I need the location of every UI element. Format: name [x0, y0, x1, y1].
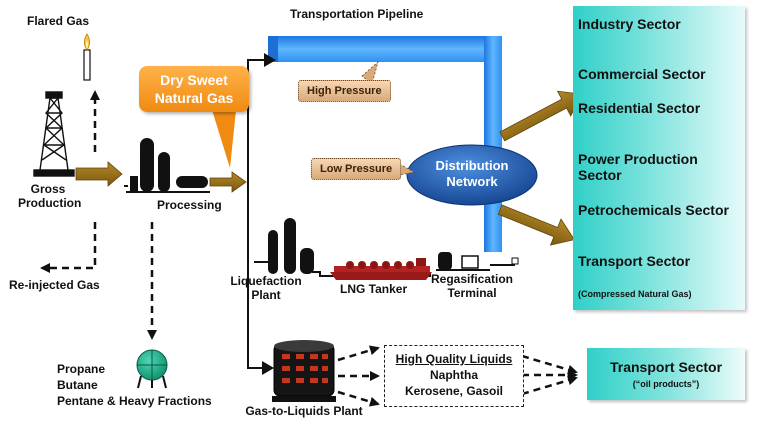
high-quality-liquids-box: High Quality Liquids Naphtha Kerosene, G…: [384, 345, 524, 407]
sector-power-production: Power Production Sector: [578, 151, 698, 183]
butane-label: Butane: [57, 378, 98, 392]
transportation-pipeline-label: Transportation Pipeline: [290, 7, 424, 21]
sector-commercial: Commercial Sector: [578, 66, 706, 82]
arrow-processing-to-pipeline: [209, 171, 247, 193]
brown-flow-arrows: [75, 90, 583, 246]
dry-sweet-natural-gas-callout: Dry Sweet Natural Gas: [139, 66, 249, 112]
regasification-terminal-icon: [436, 252, 490, 271]
liquefaction-plant-icon: [254, 218, 314, 274]
process-lines: [247, 59, 515, 369]
sector-transport-note: (Compressed Natural Gas): [578, 289, 692, 299]
dashed-gtl-1: [337, 345, 380, 362]
sector-industry: Industry Sector: [578, 16, 681, 32]
liquefaction-plant-label: Liquefaction Plant: [230, 274, 302, 302]
arrow-to-petrochemicals: [497, 204, 575, 246]
gross-production-label: Gross Production: [18, 182, 82, 210]
dashed-hql-1: [521, 354, 578, 375]
gtl-plant-icon: [272, 340, 336, 402]
lng-tanker-icon: [330, 258, 432, 280]
high-quality-liquids-label: High Quality Liquids: [395, 352, 513, 366]
gtl-plant-label: Gas-to-Liquids Plant: [245, 404, 363, 418]
oil-products-label: (“oil products”): [632, 379, 700, 389]
end-use-sectors-panel: Industry Sector Commercial Sector Reside…: [573, 6, 745, 310]
low-pressure-tag: Low Pressure: [311, 158, 402, 180]
sector-transport: Transport Sector: [578, 253, 691, 269]
propane-label: Propane: [57, 362, 106, 376]
dashed-gtl-3: [337, 390, 380, 407]
dashed-hql-3: [521, 375, 578, 396]
sector-residential: Residential Sector: [578, 100, 701, 116]
dry-gas-callout-tail: [212, 110, 236, 168]
distribution-network-label: Distribution Network: [435, 158, 509, 189]
reinjected-gas-label: Re-injected Gas: [9, 278, 100, 292]
pipeline-entry-arrowhead: [264, 53, 276, 67]
processing-plant-icon: [124, 138, 210, 193]
sector-petrochemicals: Petrochemicals Sector: [578, 202, 729, 218]
dry-sweet-natural-gas-label: Dry Sweet Natural Gas: [154, 72, 234, 106]
transportation-pipeline: [268, 36, 502, 252]
arrow-production-to-processing: [75, 161, 123, 187]
dashed-flows: [40, 90, 578, 407]
pipe-cap: [511, 257, 519, 265]
derrick-icon: [33, 91, 75, 177]
dashed-reinjection: [40, 222, 97, 273]
transport-sector-oil-label: Transport Sector: [609, 359, 723, 375]
pentane-label: Pentane & Heavy Fractions: [57, 394, 212, 408]
flared-gas-label: Flared Gas: [27, 14, 90, 28]
lpg-sphere-icon: [136, 349, 168, 389]
regasification-terminal-label: Regasification Terminal: [430, 272, 514, 300]
processing-label: Processing: [157, 198, 222, 212]
distribution-network-ellipse: [406, 144, 538, 206]
gtl-entry-arrowhead: [262, 361, 274, 375]
high-pressure-tail: [361, 60, 379, 85]
flare-stack-icon: [83, 33, 91, 81]
kerosene-gasoil-label: Kerosene, Gasoil: [404, 384, 504, 398]
lng-tanker-label: LNG Tanker: [340, 282, 408, 296]
transport-sector-oil-box: Transport Sector (“oil products”): [587, 348, 745, 400]
high-pressure-tag: High Pressure: [298, 80, 391, 102]
naphtha-label: Naphtha: [430, 368, 478, 382]
